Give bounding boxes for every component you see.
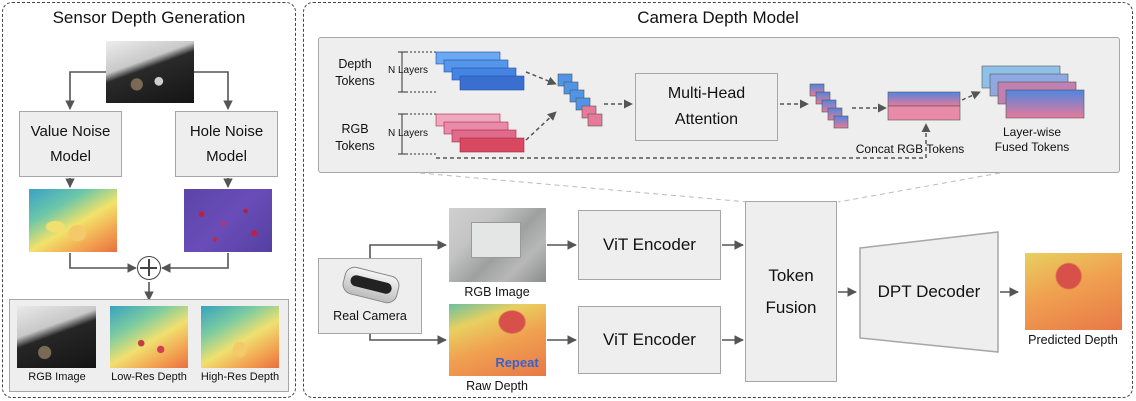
layer-wise-fused-tokens-label: Layer-wise Fused Tokens <box>994 125 1070 154</box>
output-label-high-res: High-Res Depth <box>200 371 280 383</box>
plus-circle-icon <box>137 256 161 280</box>
rgb-image-label: RGB Image <box>464 285 530 299</box>
camera-device-icon <box>318 258 422 334</box>
predicted-depth-label: Predicted Depth <box>1028 333 1118 347</box>
camera-depth-panel <box>303 2 1133 398</box>
output-high-res-depth <box>201 306 279 368</box>
output-rgb-image <box>17 306 96 368</box>
sensor-depth-panel <box>2 2 296 398</box>
raw-depth-label: Raw Depth <box>466 379 528 393</box>
vit-encoder-top-box: ViT Encoder <box>578 210 721 280</box>
n-layers-label-depth: N Layers <box>387 65 428 76</box>
hole-noise-model-box: Hole Noise Model <box>175 111 278 177</box>
rgb-tokens-label: RGB Tokens <box>335 122 375 153</box>
depth-tokens-label: Depth Tokens <box>335 57 375 88</box>
real-camera-label: Real Camera <box>333 309 407 323</box>
output-label-low-res: Low-Res Depth <box>111 371 187 383</box>
token-fusion-box: Token Fusion <box>745 201 837 382</box>
value-noise-depth-image <box>29 189 117 252</box>
camera-panel-title: Camera Depth Model <box>637 8 799 27</box>
hole-noise-mask-image <box>184 189 272 252</box>
n-layers-label-rgb: N Layers <box>387 128 428 139</box>
sensor-panel-title: Sensor Depth Generation <box>52 8 246 27</box>
dpt-decoder-shape <box>859 231 999 353</box>
raw-depth-image <box>449 304 546 376</box>
scene-photo <box>106 41 194 103</box>
multi-head-attention-box: Multi-Head Attention <box>635 73 778 141</box>
output-low-res-depth <box>110 306 188 368</box>
predicted-depth-image <box>1025 253 1122 330</box>
rgb-image-photo <box>449 208 546 282</box>
repeat-label: Repeat <box>495 355 539 370</box>
output-label-rgb: RGB Image <box>28 371 86 383</box>
vit-encoder-bottom-box: ViT Encoder <box>578 306 721 374</box>
value-noise-model-box: Value Noise Model <box>19 111 122 177</box>
concat-rgb-tokens-label: Concat RGB Tokens <box>855 142 965 156</box>
dpt-decoder-label: DPT Decoder <box>877 282 981 301</box>
